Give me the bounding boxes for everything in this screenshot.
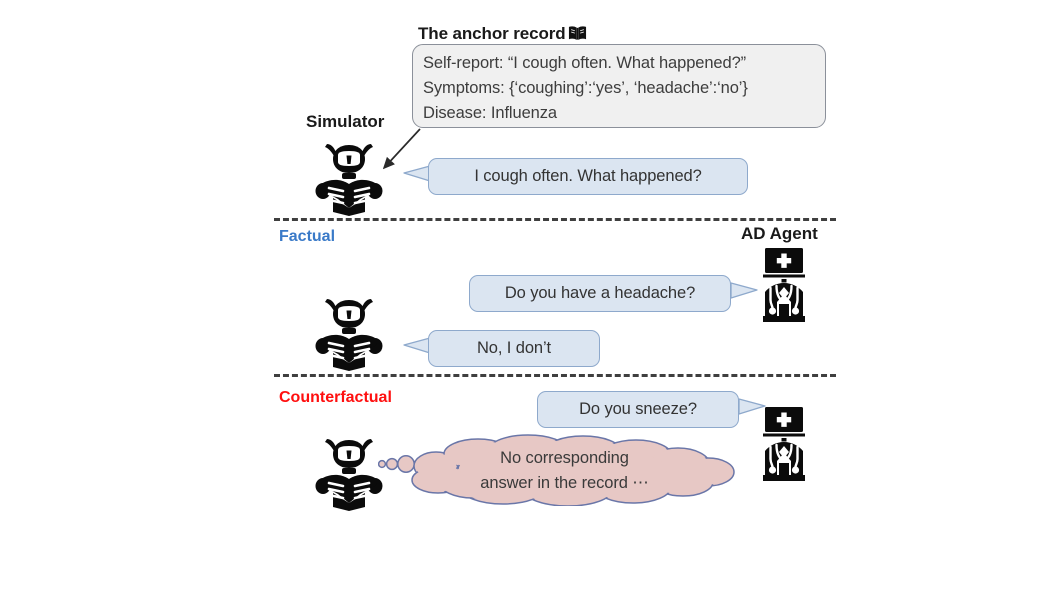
speech-bubble-intro: I cough often. What happened?	[428, 158, 748, 195]
thought-cloud-simulator: No corresponding answer in the record ⋯	[377, 434, 748, 507]
thought-cloud-line-1: No corresponding	[500, 449, 629, 467]
thought-cloud-line-2: answer in the record ⋯	[480, 474, 649, 492]
anchor-record-title-text: The anchor record	[418, 24, 566, 43]
section-divider-factual	[274, 218, 836, 221]
thought-cloud-svg	[377, 434, 735, 507]
robot-reading-book-icon	[315, 144, 383, 216]
anchor-record-box: Self-report: “I cough often. What happen…	[412, 44, 826, 128]
section-label-factual: Factual	[279, 228, 336, 245]
open-book-icon-svg	[568, 26, 586, 40]
speech-tail-headache	[730, 282, 758, 299]
ad-agent-label: AD Agent	[741, 224, 818, 243]
section-label-counterfactual: Counterfactual	[279, 389, 392, 406]
anchor-record-line-symptoms: Symptoms: {‘coughing’:‘yes’, ‘headache’:…	[423, 79, 748, 97]
speech-tail-sneeze	[738, 398, 766, 415]
speech-bubble-agent-sneeze-text: Do you sneeze?	[579, 400, 697, 418]
anchor-record-pointer-arrow	[382, 128, 421, 170]
anchor-record-title: The anchor record	[418, 24, 587, 44]
anchor-record-line-self-report: Self-report: “I cough often. What happen…	[423, 54, 747, 72]
speech-bubble-simulator-nodont: No, I don’t	[428, 330, 600, 367]
speech-bubble-simulator-nodont-text: No, I don’t	[476, 339, 552, 357]
doctor-icon	[763, 248, 805, 322]
anchor-record-line-disease: Disease: Influenza	[423, 104, 557, 122]
robot-reading-book-icon	[315, 439, 383, 511]
doctor-icon	[763, 407, 805, 481]
speech-bubble-agent-sneeze: Do you sneeze?	[537, 391, 739, 428]
simulator-label: Simulator	[306, 112, 385, 131]
speech-bubble-agent-headache: Do you have a headache?	[469, 275, 731, 312]
speech-bubble-intro-text: I cough often. What happened?	[474, 167, 702, 185]
speech-bubble-agent-headache-text: Do you have a headache?	[504, 284, 696, 302]
open-book-icon	[568, 25, 587, 45]
thought-cloud-text: No corresponding answer in the record ⋯	[432, 446, 697, 496]
robot-reading-book-icon	[315, 299, 383, 371]
section-divider-counterfactual	[274, 374, 836, 377]
